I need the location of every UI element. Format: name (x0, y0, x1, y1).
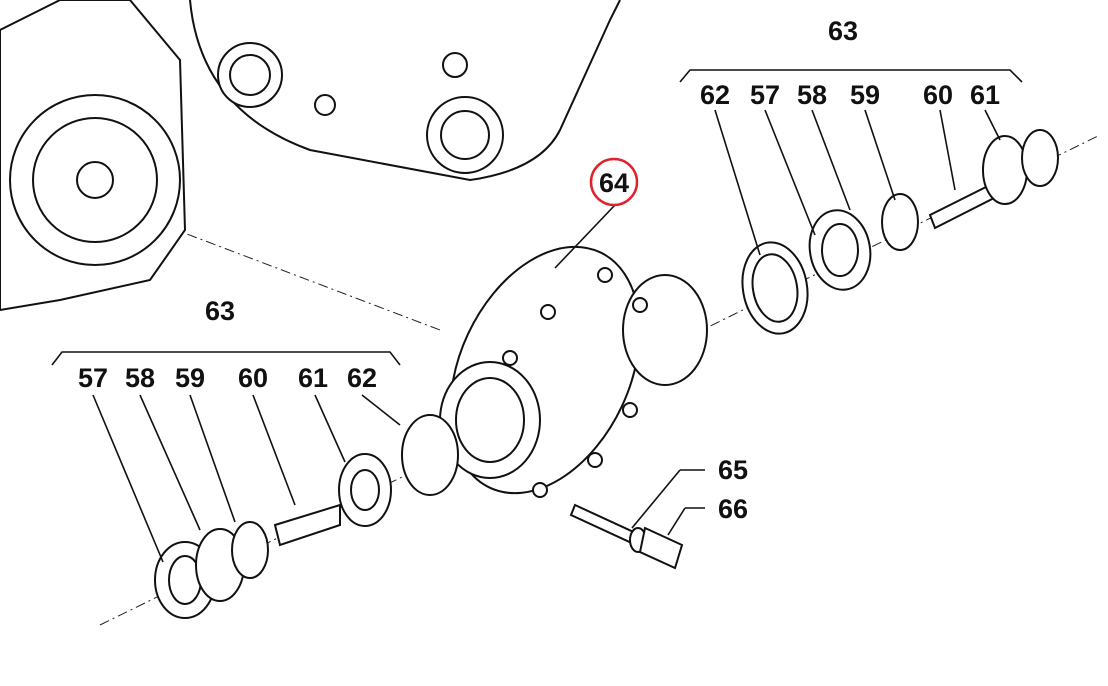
label-part-59-right: 59 (850, 80, 880, 110)
label-part-62-left: 62 (347, 363, 377, 393)
label-part-65: 65 (718, 455, 748, 485)
label-part-60-left: 60 (238, 363, 268, 393)
left-valve-assembly (154, 414, 459, 619)
label-part-59-left: 59 (175, 363, 205, 393)
label-part-58-right: 58 (797, 80, 827, 110)
pump-axis (149, 219, 441, 331)
label-part-62-right: 62 (700, 80, 730, 110)
label-part-57-right: 57 (750, 80, 780, 110)
label-part-66: 66 (718, 494, 748, 524)
manifold-64 (439, 245, 708, 498)
label-part-57-left: 57 (78, 363, 108, 393)
label-assembly-63-left: 63 (205, 296, 235, 326)
label-assembly-63-right: 63 (828, 16, 858, 46)
label-part-64[interactable]: 64 (599, 168, 629, 198)
label-part-61-left: 61 (298, 363, 328, 393)
label-part-60-right: 60 (923, 80, 953, 110)
label-part-61-right: 61 (970, 80, 1000, 110)
bolt-65-66 (569, 503, 684, 570)
highlight-circle (589, 157, 639, 207)
label-part-58-left: 58 (125, 363, 155, 393)
right-valve-assembly (741, 129, 1059, 335)
pump-housing (0, 0, 621, 312)
